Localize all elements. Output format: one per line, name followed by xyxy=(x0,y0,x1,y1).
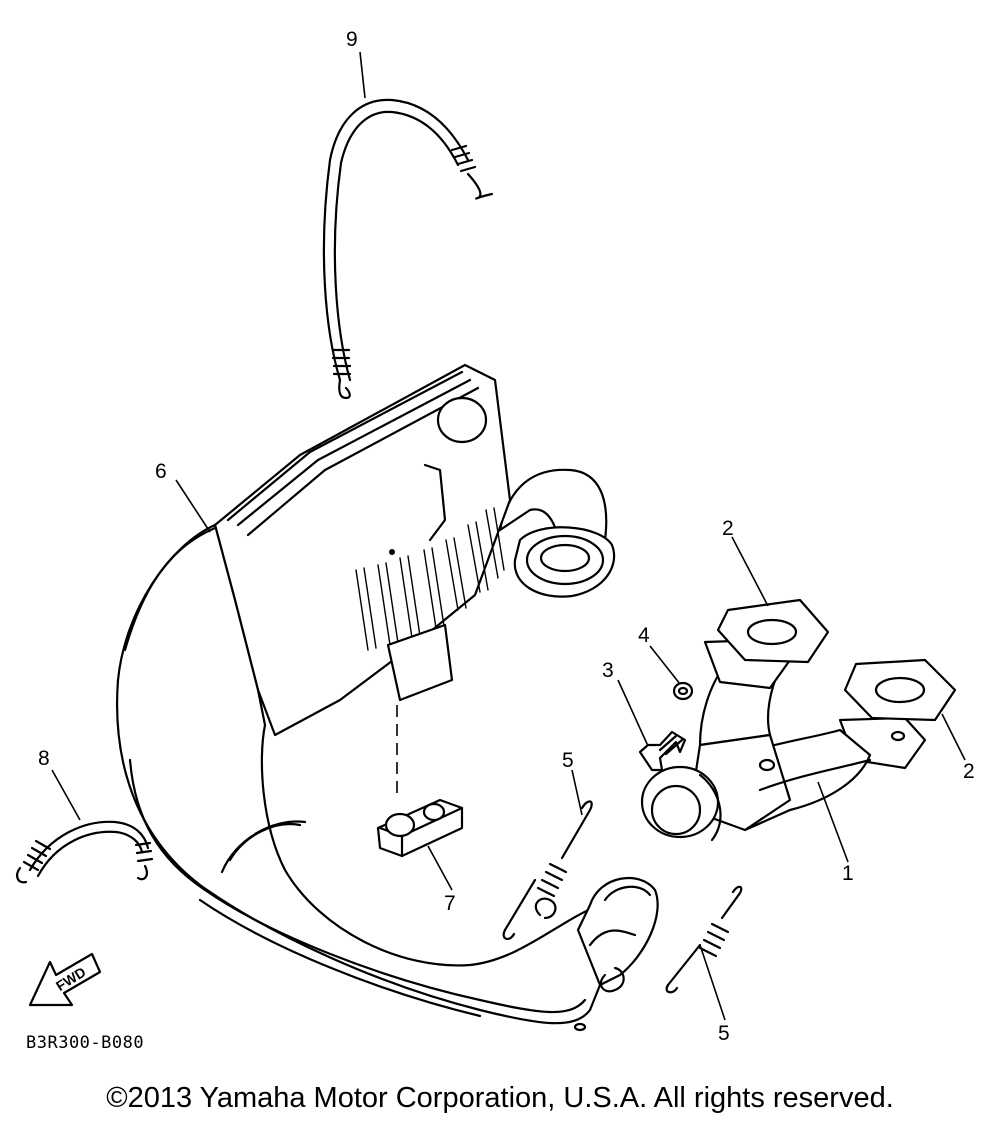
callout-7: 7 xyxy=(444,892,456,915)
copyright-notice: ©2013 Yamaha Motor Corporation, U.S.A. A… xyxy=(106,1082,894,1114)
part-3-bolt xyxy=(638,730,687,772)
drawing-code: B3R300-B080 xyxy=(26,1033,144,1053)
callout-5-lower: 5 xyxy=(718,1022,730,1045)
spring-coil xyxy=(331,348,352,400)
callout-4: 4 xyxy=(638,624,650,647)
callout-9: 9 xyxy=(346,28,358,51)
part-7-rubber-mount xyxy=(376,705,464,858)
spring-coil xyxy=(450,144,494,200)
callout-3: 3 xyxy=(602,659,614,682)
callout-6: 6 xyxy=(155,460,167,483)
part-4-washer xyxy=(672,681,694,701)
callout-labels: 9 6 2 2 3 4 5 5 1 7 8 xyxy=(38,28,975,1045)
cooling-fins xyxy=(355,507,505,651)
part-2-gasket xyxy=(716,598,830,664)
callout-1: 1 xyxy=(842,862,854,885)
outlet-flange xyxy=(525,534,605,586)
callout-5-upper: 5 xyxy=(562,749,574,772)
part-5-spring xyxy=(502,800,593,940)
part-8-hose xyxy=(16,820,154,884)
exhaust-parts-diagram: FWD 9 6 2 2 3 4 5 5 1 7 8 B3R300-B080 xyxy=(16,28,975,1053)
part-6-muffler xyxy=(116,363,659,1032)
part-9-hose xyxy=(322,98,494,400)
callout-2-upper: 2 xyxy=(722,517,734,540)
callout-2-right: 2 xyxy=(963,760,975,783)
part-1-exhaust-manifold xyxy=(640,638,927,842)
mounting-bracket xyxy=(386,623,454,702)
leader-lines xyxy=(51,51,966,1021)
fwd-arrow: FWD xyxy=(28,952,102,1007)
part-2-gasket xyxy=(843,658,957,722)
part-5-spring xyxy=(665,885,743,994)
callout-8: 8 xyxy=(38,747,50,770)
